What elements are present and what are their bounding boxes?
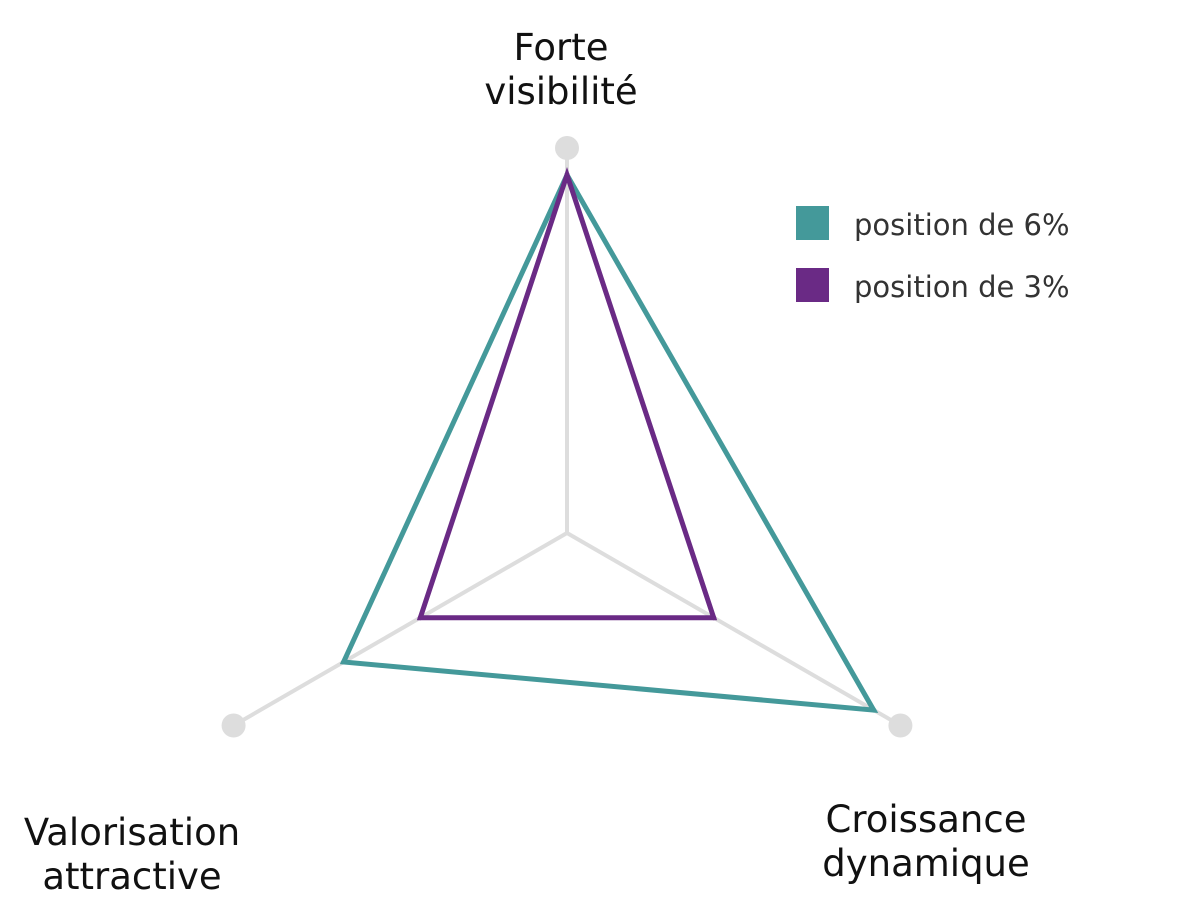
legend: position de 6% position de 3%	[796, 206, 1156, 330]
series-2-point-visibility	[564, 172, 570, 178]
axis-title-line: attractive	[42, 855, 221, 898]
axis-title-line: visibilité	[484, 70, 637, 113]
axis-title-line: Valorisation	[24, 811, 240, 854]
legend-swatch	[796, 206, 829, 240]
series-1-point-growth	[871, 707, 877, 713]
series-polygon-1	[339, 169, 879, 714]
axis-line-growth	[566, 531, 902, 728]
series-polygon-2	[416, 166, 718, 621]
axis-title-line: dynamique	[822, 842, 1030, 885]
legend-swatch	[796, 268, 829, 302]
legend-label: position de 3%	[854, 270, 1070, 304]
axis-title-line: Forte	[513, 26, 608, 69]
legend-item: position de 3%	[796, 268, 1156, 330]
series-2-point-valuation	[417, 615, 423, 621]
axis-title-line: Croissance	[826, 798, 1027, 841]
axis-end-marker-growth	[888, 713, 913, 738]
legend-item: position de 6%	[796, 206, 1156, 268]
axes-layer	[221, 136, 913, 738]
axis-end-marker-valuation	[221, 713, 246, 738]
axis-line-valuation	[232, 531, 568, 728]
axis-end-marker-visibility	[555, 136, 579, 160]
legend-label: position de 6%	[854, 208, 1070, 242]
series-layer	[339, 166, 879, 714]
series-2-point-growth	[711, 615, 717, 621]
series-1-point-valuation	[341, 659, 347, 665]
